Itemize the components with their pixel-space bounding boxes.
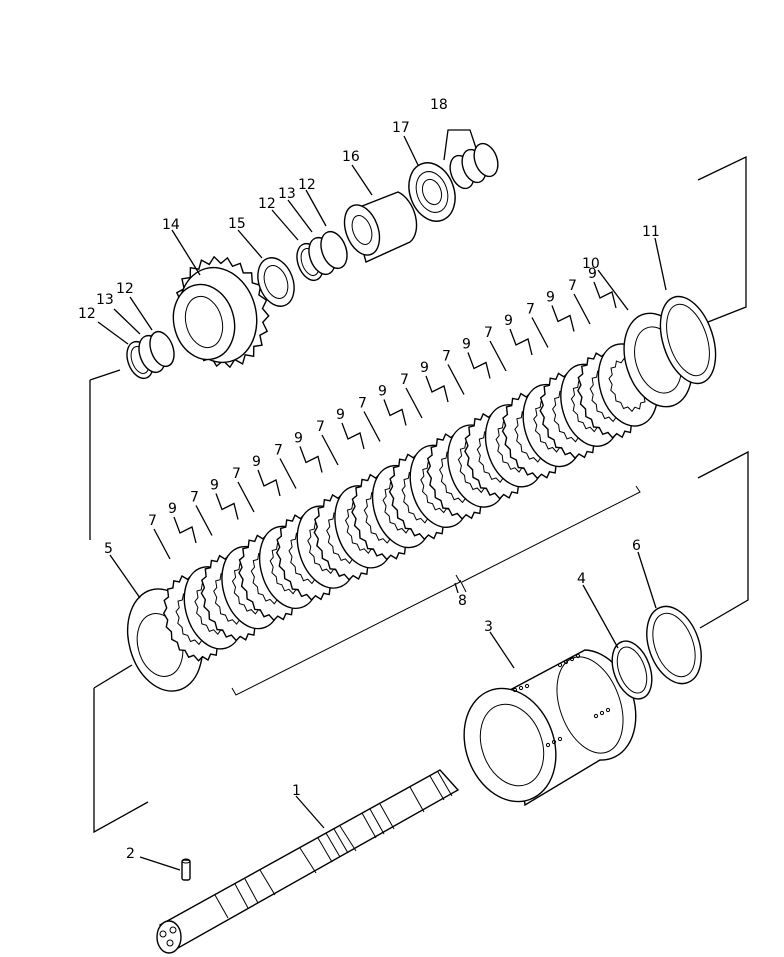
leader-9	[593, 281, 617, 309]
callout-14: 14	[162, 217, 180, 233]
callout-7: 7	[148, 513, 157, 529]
callout-9: 9	[588, 266, 597, 282]
leader-9	[257, 469, 281, 497]
callout-12b: 12	[116, 281, 134, 297]
callout-7: 7	[484, 325, 493, 341]
callout-labels: 1 2 3 4 5 6 8 10 11 12 13 12 14 15 12 13…	[78, 97, 660, 862]
ball-bearing	[408, 162, 456, 222]
leader-7	[489, 340, 507, 372]
spacer-ring	[659, 295, 717, 385]
callout-15: 15	[228, 216, 246, 232]
callout-9: 9	[168, 501, 177, 517]
callout-1: 1	[292, 783, 301, 799]
leader-7	[447, 364, 465, 395]
callout-9: 9	[210, 478, 219, 494]
callout-9: 9	[378, 384, 387, 400]
callout-9: 9	[420, 360, 429, 376]
leader-7	[531, 317, 549, 348]
callout-3: 3	[484, 619, 493, 635]
callout-9: 9	[504, 313, 513, 329]
leader-9	[299, 446, 323, 473]
frame-lines	[89, 155, 749, 834]
callout-7: 7	[316, 419, 325, 435]
needle-bearing	[257, 257, 295, 307]
disc-group-brackets	[231, 485, 641, 696]
callout-7: 7	[274, 443, 283, 459]
pin	[181, 858, 191, 881]
callout-12a: 12	[78, 306, 96, 322]
callout-2: 2	[126, 846, 135, 862]
callout-13b: 13	[278, 186, 296, 202]
leader-9	[341, 422, 365, 450]
callout-5: 5	[104, 541, 113, 557]
callout-13a: 13	[96, 292, 114, 308]
callout-7: 7	[358, 396, 367, 412]
ring-set-left	[126, 330, 175, 380]
collar	[343, 191, 418, 263]
callout-11: 11	[642, 224, 660, 240]
leader-9	[173, 516, 197, 544]
callout-12d: 12	[298, 177, 316, 193]
callout-10: 10	[582, 256, 600, 272]
callout-6: 6	[632, 538, 641, 554]
callout-7: 7	[568, 278, 577, 294]
callout-7: 7	[442, 349, 451, 365]
callout-7: 7	[190, 490, 199, 506]
callout-7: 7	[400, 372, 409, 388]
callout-7: 7	[526, 302, 535, 318]
callout-18: 18	[430, 97, 448, 113]
leader-7	[573, 293, 591, 325]
callout-8: 8	[458, 593, 467, 609]
gear	[172, 255, 270, 369]
ring-set-top	[449, 142, 499, 190]
leader-7	[195, 505, 213, 536]
callout-9: 9	[462, 337, 471, 353]
leader-9	[383, 399, 407, 426]
leader-7	[363, 411, 381, 442]
leader-9	[551, 305, 575, 332]
callout-12c: 12	[258, 196, 276, 212]
callout-9: 9	[252, 454, 261, 470]
snap-ring	[611, 640, 653, 700]
leader-7	[279, 458, 297, 489]
callout-7: 7	[232, 466, 241, 482]
callout-17: 17	[392, 120, 410, 136]
leader-lines	[97, 129, 667, 871]
callout-16: 16	[342, 149, 360, 165]
leader-9	[425, 375, 449, 403]
backing-ring	[646, 605, 702, 685]
callout-4: 4	[577, 571, 586, 587]
callout-9: 9	[336, 407, 345, 423]
leader-9	[467, 352, 491, 379]
callout-9: 9	[546, 290, 555, 306]
leader-9	[215, 493, 239, 520]
clutch-disc-stack	[162, 343, 659, 662]
main-shaft	[156, 769, 460, 954]
leader-9	[509, 328, 533, 356]
clutch-hub	[463, 649, 637, 807]
leader-7	[153, 528, 171, 560]
callout-9: 9	[294, 431, 303, 447]
leader-7	[405, 387, 423, 419]
ring-set-mid	[296, 230, 348, 282]
leader-7	[321, 434, 339, 466]
leader-7	[237, 481, 255, 513]
